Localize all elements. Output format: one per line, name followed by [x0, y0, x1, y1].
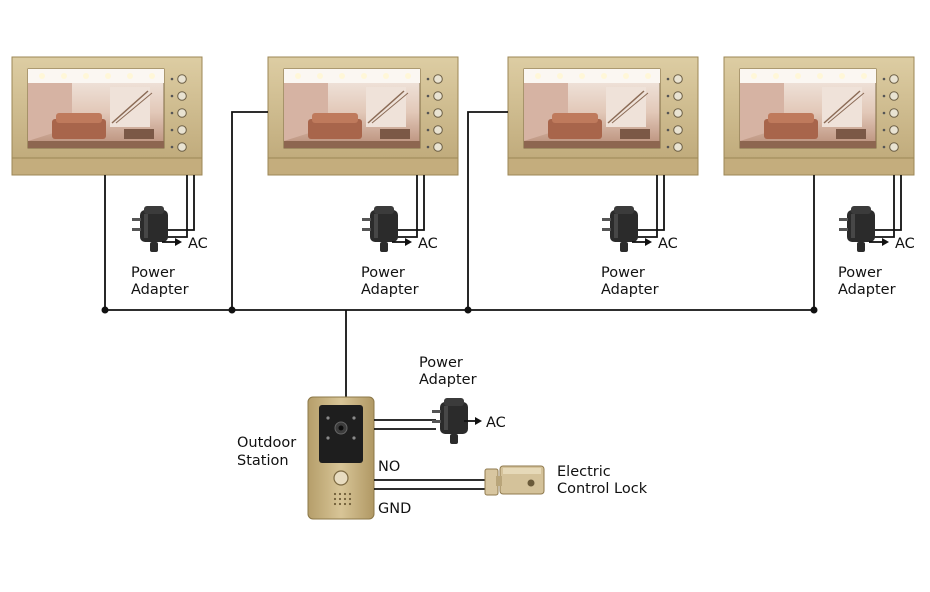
monitor-4-power: AC Power Adapter [838, 175, 915, 298]
lock-wiring: NO GND [374, 459, 486, 517]
outdoor-station-label-line1: Outdoor [237, 435, 296, 451]
indoor-monitor-1 [11, 56, 203, 176]
ac-label: AC [188, 236, 208, 252]
adapter-label-line2: Adapter [838, 282, 896, 298]
adapter-label-line1: Power [361, 265, 405, 281]
outdoor-power: AC Power Adapter [374, 355, 506, 444]
call-button-icon [333, 470, 349, 486]
lock-label-line1: Electric [557, 464, 611, 480]
indoor-monitor-3 [507, 56, 699, 176]
power-adapter-icon [362, 206, 398, 252]
indoor-monitor-4 [723, 56, 915, 176]
junction-dot [464, 306, 472, 314]
ac-label: AC [418, 236, 438, 252]
adapter-label-line1: Power [601, 265, 645, 281]
bus-wiring [101, 111, 818, 397]
power-adapter-icon [839, 206, 875, 252]
junction-dot [810, 306, 818, 314]
monitor-3-power: AC Power Adapter [601, 175, 678, 298]
speaker-grille-icon [333, 492, 352, 506]
outdoor-station-label-line2: Station [237, 453, 289, 469]
ac-label: AC [658, 236, 678, 252]
ac-label: AC [486, 415, 506, 431]
electric-lock-icon [484, 465, 545, 496]
monitor-2-power: AC Power Adapter [361, 175, 438, 298]
adapter-label-line2: Adapter [361, 282, 419, 298]
adapter-label-line1: Power [838, 265, 882, 281]
gnd-terminal-label: GND [378, 501, 411, 517]
indoor-monitor-2 [267, 56, 459, 176]
no-terminal-label: NO [378, 459, 400, 475]
adapter-label-line2: Adapter [131, 282, 189, 298]
power-adapter-icon [132, 206, 168, 252]
monitor-1-power: AC Power Adapter [131, 175, 208, 298]
adapter-label-line1: Power [419, 355, 463, 371]
power-adapter-icon [432, 398, 468, 444]
junction-dot [228, 306, 236, 314]
power-adapter-icon [602, 206, 638, 252]
lock-label-line2: Control Lock [557, 481, 648, 497]
adapter-label-line2: Adapter [601, 282, 659, 298]
adapter-label-line2: Adapter [419, 372, 477, 388]
junction-dot [101, 306, 109, 314]
adapter-label-line1: Power [131, 265, 175, 281]
ac-label: AC [895, 236, 915, 252]
outdoor-station [307, 396, 375, 520]
